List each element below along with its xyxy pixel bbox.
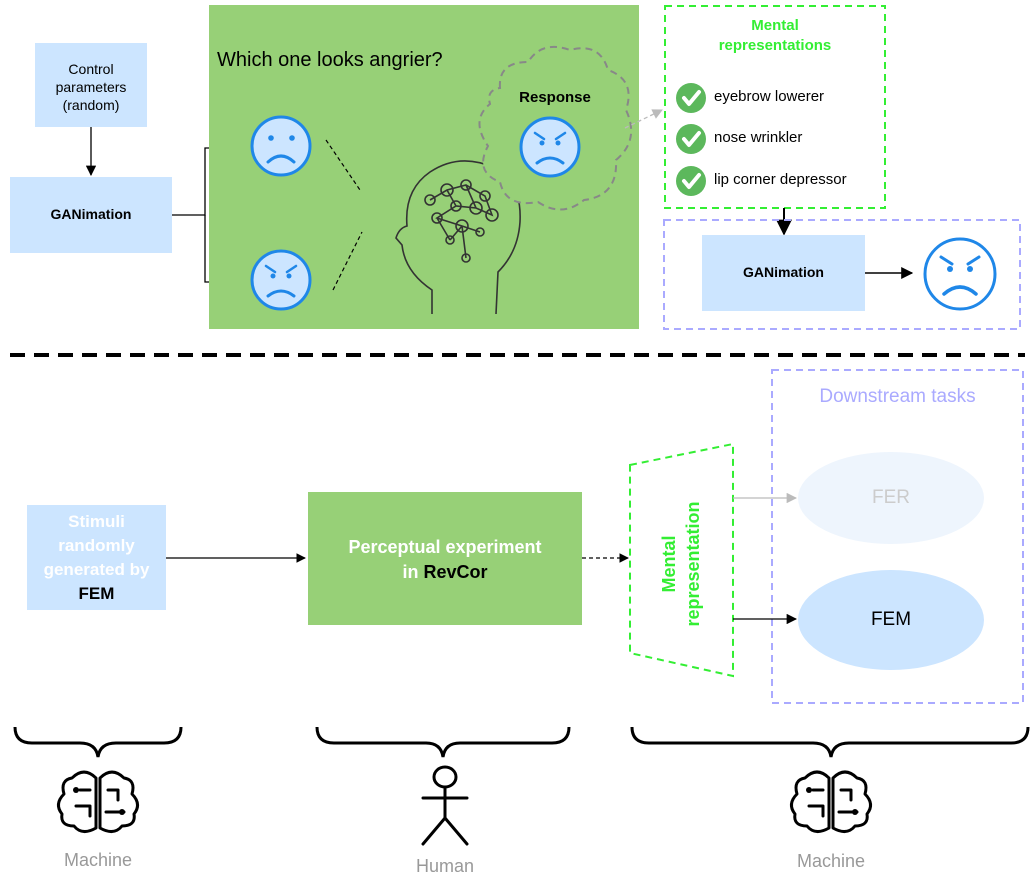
stimuli-line: generated by bbox=[43, 560, 150, 579]
fem-label: FEM bbox=[870, 609, 912, 630]
perceptual-experiment-label: Perceptual experiment in RevCor bbox=[308, 535, 582, 585]
stimuli-line: Stimuli bbox=[68, 512, 125, 531]
downstream-tasks-box bbox=[771, 369, 1024, 704]
downstream-tasks-title: Downstream tasks bbox=[819, 386, 976, 407]
checklist-item: lip corner depressor bbox=[714, 171, 847, 188]
mental-representation-trapezoid bbox=[629, 442, 734, 678]
check-icon bbox=[674, 81, 708, 115]
view-line bbox=[325, 139, 361, 191]
mental-representation-label: Mental representation bbox=[657, 479, 705, 649]
sad-face-icon bbox=[250, 115, 312, 177]
perceptual-experiment-box bbox=[308, 492, 582, 625]
check-icon bbox=[674, 164, 708, 198]
brace-machine-right bbox=[630, 726, 1030, 758]
perceptual-in: in bbox=[402, 562, 419, 582]
mental-representations-box bbox=[664, 5, 886, 209]
perceptual-line: Perceptual experiment bbox=[348, 537, 542, 557]
response-label: Response bbox=[519, 89, 591, 106]
ganimation-right-label: GANimation bbox=[743, 264, 824, 280]
revcor-label: RevCor bbox=[423, 562, 488, 582]
human-head-brain-icon bbox=[395, 160, 521, 315]
control-params-label: Control parameters (random) bbox=[55, 61, 127, 113]
mental-representations-title: Mental representations bbox=[718, 17, 832, 54]
output-angry-face-icon bbox=[923, 237, 997, 311]
mental-rep-line: Mental bbox=[659, 535, 679, 593]
check-icon bbox=[674, 122, 708, 156]
control-params-box bbox=[35, 43, 147, 127]
fer-label: FER bbox=[872, 487, 910, 508]
checklist-item: eyebrow lowerer bbox=[714, 88, 825, 105]
fer-ellipse bbox=[798, 452, 984, 544]
ganimation-left-box bbox=[10, 177, 172, 253]
human-stick-figure-icon bbox=[421, 765, 469, 846]
response-angry-face-icon bbox=[519, 116, 581, 178]
machine-brain-icon-right bbox=[790, 770, 872, 833]
ganimation-left-label: GANimation bbox=[50, 206, 132, 222]
stimuli-label: Stimuli randomly generated by FEM bbox=[27, 510, 166, 606]
stimuli-box bbox=[27, 505, 166, 610]
human-label: Human bbox=[415, 856, 475, 876]
fem-ellipse bbox=[798, 570, 984, 670]
experiment-question: Which one looks angrier? bbox=[217, 49, 443, 71]
machine-brain-icon-left bbox=[57, 770, 139, 833]
stimuli-line: randomly bbox=[58, 536, 135, 555]
checklist-item: nose wrinkler bbox=[714, 129, 803, 146]
machine-right-label: Machine bbox=[796, 851, 866, 871]
stimuli-line-fem: FEM bbox=[78, 584, 115, 603]
machine-left-label: Machine bbox=[63, 850, 133, 870]
angry-face-icon bbox=[250, 249, 312, 311]
brace-machine-left bbox=[13, 726, 183, 758]
view-line bbox=[332, 231, 363, 291]
mental-rep-line: representation bbox=[683, 501, 703, 627]
ganimation-output-container bbox=[663, 219, 1021, 330]
perceptual-line: in RevCor bbox=[308, 560, 582, 585]
brace-human bbox=[315, 726, 571, 758]
ganimation-right-box bbox=[702, 235, 865, 311]
